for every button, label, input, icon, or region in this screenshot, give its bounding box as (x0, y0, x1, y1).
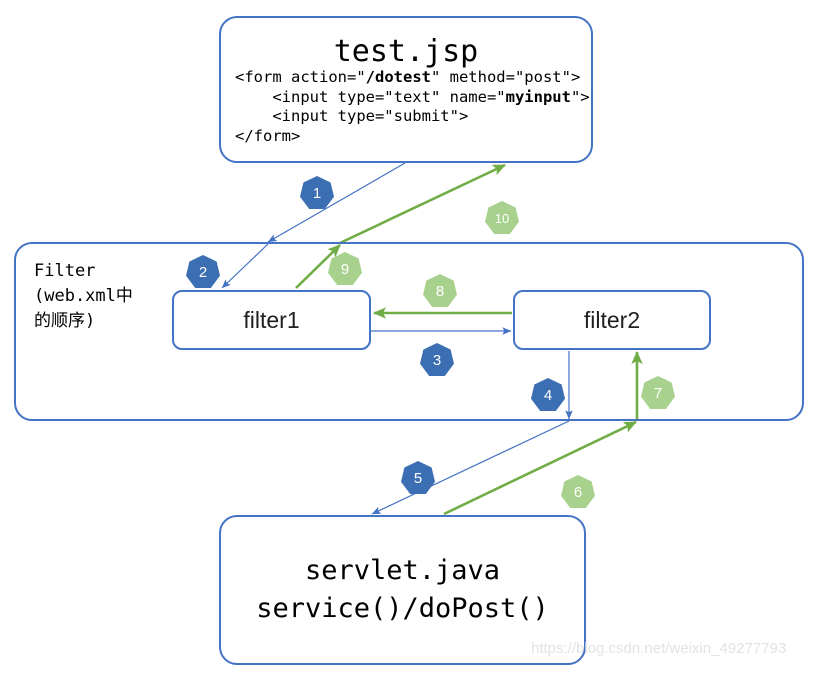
test-jsp-title: test.jsp (333, 34, 479, 69)
watermark: https://blog.csdn.net/weixin_49277793 (531, 640, 787, 657)
filter2-box: filter2 (513, 290, 711, 350)
test-jsp-code: <form action="/dotest" method="post"> <i… (235, 68, 590, 145)
step-badge-4: 4 (531, 378, 565, 411)
arrow-10-filter-to-jsp (339, 163, 506, 245)
arrow-5-filter-to-servlet (371, 420, 570, 515)
step-badge-8: 8 (423, 274, 457, 307)
filter-container (14, 242, 804, 421)
step-badge-3: 3 (420, 343, 454, 376)
filter-container-label: Filter (web.xml中 的顺序) (34, 261, 133, 331)
arrow-6-servlet-to-filter (443, 420, 637, 516)
servlet-java-label: servlet.java service()/doPost() (256, 555, 549, 624)
servlet-java-box: servlet.java service()/doPost() (219, 515, 586, 665)
step-badge-6: 6 (561, 475, 595, 508)
step-badge-2: 2 (186, 255, 220, 288)
test-jsp-box: test.jsp <form action="/dotest" method="… (219, 16, 593, 163)
filter2-label: filter2 (583, 306, 641, 333)
arrow-1-jsp-to-filter (267, 162, 406, 243)
step-badge-9: 9 (328, 252, 362, 285)
step-badge-1: 1 (300, 176, 334, 209)
step-badge-7: 7 (641, 376, 675, 409)
filter1-label: filter1 (243, 306, 300, 333)
step-badge-10: 10 (485, 201, 519, 234)
step-badge-5: 5 (401, 461, 435, 494)
filter1-box: filter1 (172, 290, 371, 350)
